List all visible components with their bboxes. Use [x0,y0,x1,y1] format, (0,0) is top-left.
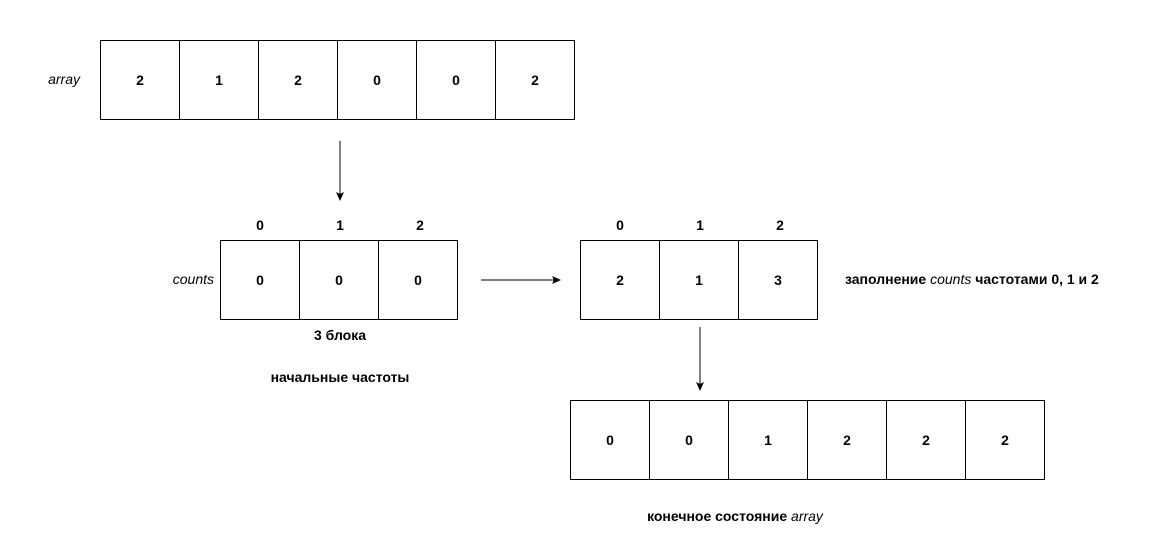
initial-frequencies-caption: начальные частоты [270,369,410,385]
counts-index: 2 [416,217,424,233]
counts-filled-array: 2 1 3 [580,240,818,320]
fill-caption-suffix: частотами 0, 1 и 2 [975,271,1099,287]
counts-filled-index: 1 [696,217,704,233]
fill-caption-var: counts [930,271,972,287]
fill-caption: заполнение counts частотами 0, 1 и 2 [845,271,1099,287]
input-array-cell: 0 [416,40,496,120]
counts-filled-cell: 2 [580,240,660,320]
output-array-cell: 0 [649,400,729,480]
input-array-cell: 0 [337,40,417,120]
output-array-cell: 1 [728,400,808,480]
counts-initial-cell: 0 [220,240,300,320]
counts-filled-cell: 3 [738,240,818,320]
final-state-caption-var: array [791,508,823,524]
counts-filled-index: 2 [776,217,784,233]
input-array: 2 1 2 0 0 2 [100,40,575,120]
input-array-label: array [48,71,80,87]
counts-filled-cell: 1 [659,240,739,320]
input-array-cell: 1 [179,40,259,120]
fill-caption-prefix: заполнение [845,271,927,287]
output-array-cell: 0 [570,400,650,480]
input-array-cell: 2 [258,40,338,120]
final-state-caption: конечное состояние array [570,508,900,524]
counts-index: 1 [336,217,344,233]
output-array-cell: 2 [807,400,887,480]
blocks-caption: 3 блока [313,327,367,343]
output-array: 0 0 1 2 2 2 [570,400,1045,480]
counts-initial-cell: 0 [378,240,458,320]
final-state-caption-prefix: конечное состояние [647,508,788,524]
counts-initial-array: 0 0 0 [220,240,458,320]
counts-index: 0 [256,217,264,233]
counts-filled-index: 0 [616,217,624,233]
output-array-cell: 2 [965,400,1045,480]
counts-label: counts [172,271,214,287]
counts-initial-cell: 0 [299,240,379,320]
input-array-cell: 2 [495,40,575,120]
